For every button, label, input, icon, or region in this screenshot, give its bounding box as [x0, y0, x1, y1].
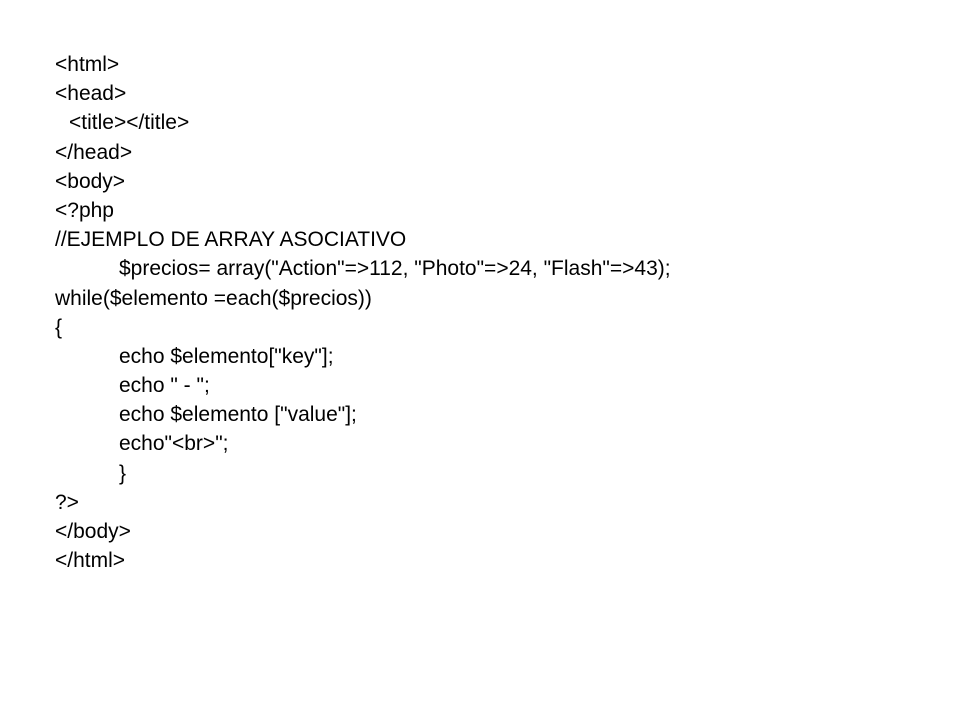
code-line-echo-key: echo $elemento["key"]; [119, 344, 334, 368]
code-line-echo-value: echo $elemento ["value"]; [119, 403, 357, 427]
code-line-php-open: <?php [55, 198, 114, 222]
code-line-title: <title></title> [69, 111, 190, 135]
php-code-listing: <html> <head> <title></title> </head> <b… [55, 50, 671, 575]
code-line-head-open: <head> [55, 82, 127, 106]
code-line-while-loop: while($elemento =each($precios)) [55, 286, 372, 310]
code-line-comment: //EJEMPLO DE ARRAY ASOCIATIVO [55, 228, 407, 252]
code-line-echo-br: echo"<br>"; [119, 432, 229, 456]
code-line-php-close: ?> [55, 490, 79, 514]
code-line-body-open: <body> [55, 169, 126, 193]
code-line-echo-separator: echo " - "; [119, 374, 210, 398]
code-line-brace-close: } [119, 461, 127, 485]
code-line-html-close: </html> [55, 549, 126, 573]
code-line-body-close: </body> [55, 520, 131, 543]
code-line-html-open: <html> [55, 53, 120, 76]
code-line-head-close: </head> [55, 140, 133, 164]
code-line-brace-open: { [55, 315, 63, 339]
code-line-array-declaration: $precios= array("Action"=>112, "Photo"=>… [119, 257, 671, 281]
